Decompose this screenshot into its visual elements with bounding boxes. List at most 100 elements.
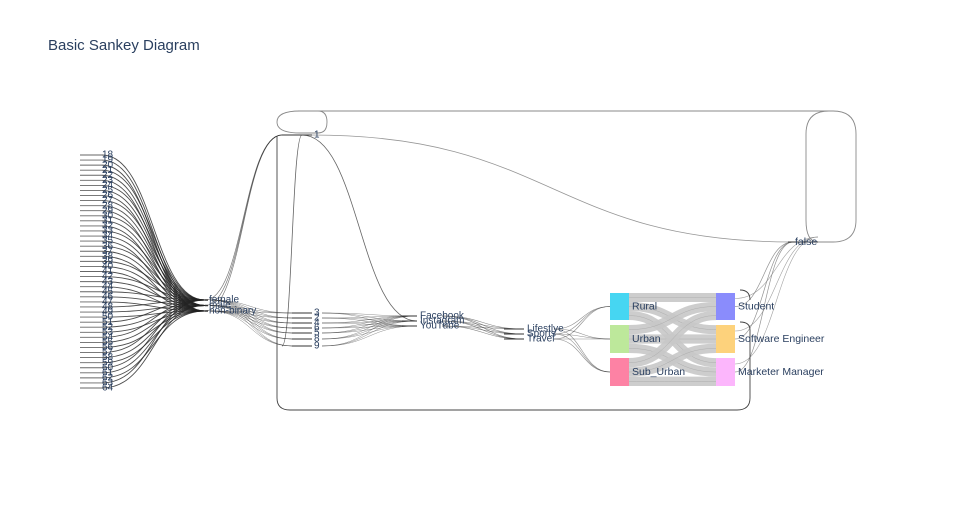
location-to-profession-edge (628, 315, 717, 363)
gender-to-count-link (209, 299, 293, 347)
age-label-36: 36 (102, 241, 114, 252)
age-label-54: 54 (102, 332, 114, 343)
age-label-60: 60 (102, 362, 114, 373)
age-label-27: 27 (102, 195, 114, 206)
age-label-61: 61 (102, 367, 114, 378)
age-label-41: 41 (102, 266, 114, 277)
location-label-urban: Urban (632, 333, 661, 345)
age-to-gender-link (101, 230, 206, 301)
sankey-labels: 1819202122232425262728293031323334353637… (102, 130, 825, 394)
age-label-56: 56 (102, 342, 114, 353)
age-label-39: 39 (102, 256, 114, 267)
age-to-gender-link (101, 281, 206, 306)
age-label-18: 18 (102, 150, 114, 161)
gender-to-count-link (209, 305, 293, 347)
age-label-20: 20 (102, 160, 114, 171)
profession-label-student: Student (738, 300, 774, 312)
interest-to-location-link (553, 338, 611, 373)
interest-label-sports: Sports (527, 329, 556, 340)
age-label-22: 22 (102, 170, 114, 181)
age-to-gender-link (101, 310, 206, 379)
location-label-sub-urban: Sub_Urban (632, 366, 685, 378)
location-to-profession-edge (628, 306, 717, 330)
age-label-23: 23 (102, 175, 114, 186)
location-to-profession-edge (628, 348, 717, 373)
gender-label-female: female (209, 295, 239, 306)
age-label-21: 21 (102, 165, 114, 176)
age-label-45: 45 (102, 286, 114, 297)
age-label-63: 63 (102, 378, 114, 389)
age-label-43: 43 (102, 276, 114, 287)
age-to-gender-link (101, 310, 206, 318)
age-label-19: 19 (102, 155, 114, 166)
age-label-52: 52 (102, 322, 114, 333)
age-label-28: 28 (102, 200, 114, 211)
age-label-33: 33 (102, 226, 114, 237)
age-label-37: 37 (102, 246, 114, 257)
age-label-34: 34 (102, 231, 114, 242)
age-to-gender-link (101, 169, 206, 301)
age-label-29: 29 (102, 205, 114, 216)
one-loop-link (276, 110, 328, 134)
chart-title: Basic Sankey Diagram (48, 37, 200, 54)
age-label-62: 62 (102, 373, 114, 384)
profession-to-false-link (734, 236, 819, 299)
platform-label-facebook: Facebook (420, 311, 465, 322)
age-label-55: 55 (102, 337, 114, 348)
profession-to-false-link (734, 241, 794, 307)
location-label-rural: Rural (632, 300, 657, 312)
age-to-gender-link (101, 299, 206, 308)
age-to-gender-link (101, 260, 206, 301)
gender-to-one-link (204, 134, 283, 306)
count-label-3: 3 (314, 308, 320, 319)
sankey-links (101, 110, 857, 411)
interest-to-location-link (553, 306, 611, 340)
age-to-gender-link (101, 286, 206, 312)
count-label-6: 6 (314, 323, 320, 334)
age-label-50: 50 (102, 312, 114, 323)
profession-label-marketer-manager: Marketer Manager (738, 366, 824, 378)
interest-label-lifestlye: Lifestlye (527, 324, 564, 335)
count-label-4: 4 (314, 318, 320, 329)
count-label-8: 8 (314, 334, 320, 345)
one-to-false-link (311, 134, 794, 243)
age-label-42: 42 (102, 271, 114, 282)
age-label-48: 48 (102, 302, 114, 313)
count-label-2: 2 (314, 313, 320, 324)
age-to-gender-link (101, 154, 206, 301)
profession-label-software-engineer: Software Engineer (738, 333, 825, 345)
age-label-64: 64 (102, 383, 114, 394)
age-to-gender-link (101, 305, 206, 374)
false-label: false (795, 236, 817, 248)
age-label-51: 51 (102, 317, 114, 328)
gender-to-one-link (204, 134, 283, 312)
return-loop-link-top (739, 289, 751, 301)
age-to-gender-link (101, 296, 206, 306)
age-label-59: 59 (102, 357, 114, 368)
age-label-49: 49 (102, 307, 114, 318)
age-to-gender-link (101, 291, 206, 301)
gender-label-non-binary: non-binary (209, 306, 256, 317)
profession-to-false-link (734, 241, 794, 340)
count-to-platform-link (321, 315, 418, 347)
age-to-gender-link (101, 276, 206, 301)
age-label-26: 26 (102, 190, 114, 201)
profession-node-software-engineer (716, 325, 735, 353)
age-label-46: 46 (102, 291, 114, 302)
age-label-24: 24 (102, 180, 114, 191)
age-label-53: 53 (102, 327, 114, 338)
age-to-gender-link (101, 301, 206, 312)
age-label-58: 58 (102, 352, 114, 363)
count-to-platform-link (321, 320, 418, 340)
interest-to-location-link (553, 333, 611, 373)
age-to-gender-link (101, 271, 206, 312)
age-to-gender-link (101, 205, 206, 306)
age-to-gender-link (101, 245, 206, 301)
profession-node-student (716, 293, 735, 320)
profession-to-false-link (734, 236, 819, 332)
gender-label-male: male (209, 300, 231, 311)
age-label-38: 38 (102, 251, 114, 262)
age-label-40: 40 (102, 261, 114, 272)
age-label-57: 57 (102, 347, 114, 358)
